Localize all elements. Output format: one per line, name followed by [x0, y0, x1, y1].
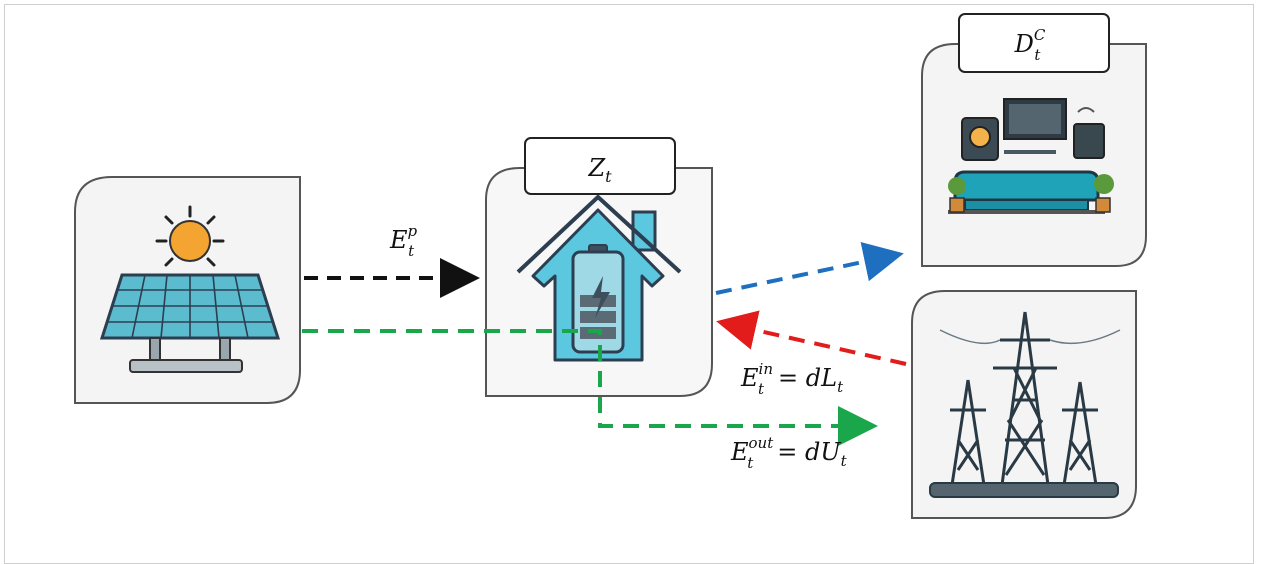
solar-panel-icon — [99, 273, 281, 373]
sun-icon — [155, 205, 225, 267]
house-card: Zt — [485, 137, 713, 397]
flow-solar-to-grid — [302, 329, 878, 446]
demand-label-box — [958, 13, 1110, 73]
power-tower-icon — [939, 311, 1121, 486]
flow-house-to-demand — [715, 242, 904, 295]
svg-text:DCt: DCt — [1014, 26, 1046, 64]
house-battery-icon — [516, 195, 682, 362]
svg-text:Zt: Zt — [587, 154, 612, 186]
flow-grid-to-house — [716, 310, 907, 366]
living-room-appliances-icon — [948, 98, 1114, 214]
solar-card — [74, 176, 301, 404]
grid-card — [911, 290, 1137, 519]
state-label-box — [524, 137, 676, 195]
